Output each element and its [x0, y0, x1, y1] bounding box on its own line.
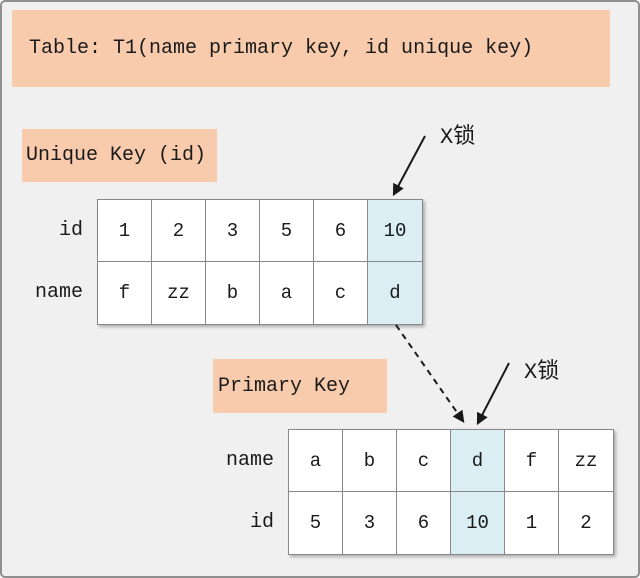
table-cell: 5: [289, 492, 343, 554]
table-cell: 2: [152, 200, 206, 262]
table-cell: f: [98, 262, 152, 324]
table-cell: 6: [314, 200, 368, 262]
table-cell: 3: [343, 492, 397, 554]
x-lock-label-unique: X锁: [440, 125, 476, 150]
locked-table-cell: d: [368, 262, 422, 324]
table-cell: a: [289, 430, 343, 492]
table-cell: 3: [206, 200, 260, 262]
x-lock-arrow-primary: [476, 362, 510, 426]
table-cell: b: [206, 262, 260, 324]
table-definition-banner: Table: T1(name primary key, id unique ke…: [12, 10, 610, 87]
primary-key-heading: Primary Key: [213, 359, 387, 413]
table-cell: 2: [559, 492, 613, 554]
table-cell: 5: [260, 200, 314, 262]
row-label: id: [58, 218, 83, 242]
row-label: id: [249, 510, 274, 534]
locked-table-cell: 10: [368, 200, 422, 262]
table-cell: 1: [505, 492, 559, 554]
x-lock-label-primary: X锁: [524, 360, 560, 385]
row-label: name: [34, 280, 83, 304]
table-cell: c: [314, 262, 368, 324]
table-cell: zz: [559, 430, 613, 492]
row-label-column: id name: [22, 199, 97, 325]
table-cell: c: [397, 430, 451, 492]
x-lock-arrow-unique: [392, 135, 426, 197]
table-cell: zz: [152, 262, 206, 324]
unique-to-primary-dashed-arrow: [395, 324, 465, 423]
locked-table-cell: 10: [451, 492, 505, 554]
row-label: name: [225, 448, 274, 472]
table-cell: 1: [98, 200, 152, 262]
locked-table-cell: d: [451, 430, 505, 492]
row-label-column: name id: [213, 429, 288, 555]
table-cell: f: [505, 430, 559, 492]
table-cell: b: [343, 430, 397, 492]
unique-key-heading: Unique Key (id): [22, 129, 217, 182]
table-cell: a: [260, 262, 314, 324]
table-cell: 6: [397, 492, 451, 554]
